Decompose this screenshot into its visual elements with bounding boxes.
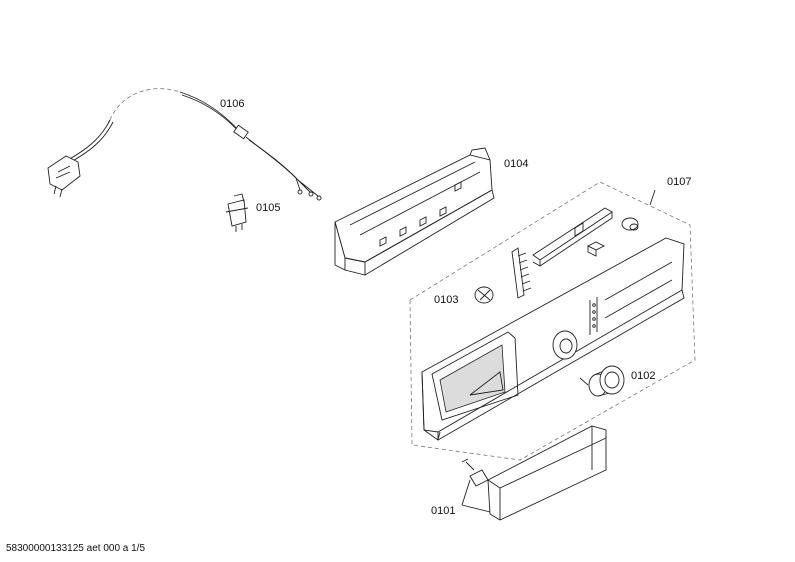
label-0101: 0101 xyxy=(431,505,455,517)
small-cube-part xyxy=(586,241,606,257)
drawing-footer-code: 58300000133125 aet 000 a 1/5 xyxy=(6,543,146,554)
clamp-part xyxy=(225,193,249,232)
label-0102: 0102 xyxy=(631,370,655,382)
comb-bracket-part xyxy=(511,247,532,299)
power-cord-part xyxy=(47,88,322,201)
control-panel-part xyxy=(421,237,685,441)
label-0104: 0104 xyxy=(504,158,528,170)
small-knob-part xyxy=(621,217,639,231)
label-0105: 0105 xyxy=(256,202,280,214)
assembly-boundary xyxy=(409,181,696,461)
indicator-knob-part xyxy=(474,286,494,304)
label-0103: 0103 xyxy=(434,294,458,306)
control-module-part xyxy=(334,147,495,276)
drawer-handle-part xyxy=(461,425,607,521)
rotary-knob-part xyxy=(579,365,625,397)
label-0107: 0107 xyxy=(667,176,691,188)
label-0106: 0106 xyxy=(220,98,244,110)
selector-bar-part xyxy=(532,207,613,267)
